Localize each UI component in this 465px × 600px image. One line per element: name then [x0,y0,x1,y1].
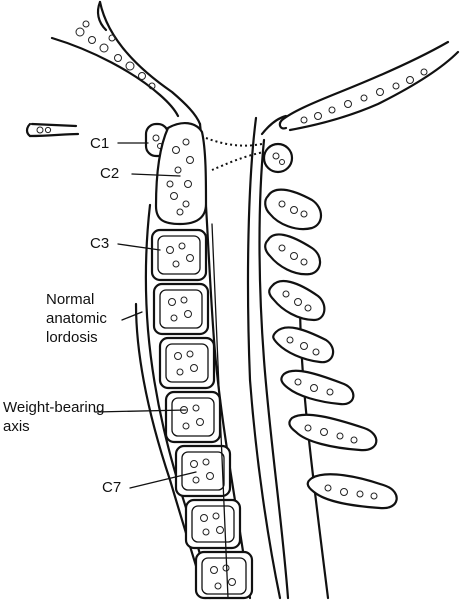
label-lordosis-line2: anatomic [46,310,107,327]
c5-vertebra [158,336,216,390]
vertebral-column [144,122,254,600]
spinous-c2 [264,188,323,231]
spinous-c7 [288,413,378,452]
occipital-bone [50,0,202,126]
label-axis-line2: axis [3,418,30,435]
label-axis-line1: Weight-bearing [3,399,105,416]
lordosis-leader [121,311,143,321]
c2-leader [131,173,181,177]
spinous-c3 [264,233,322,276]
t2-vertebra [194,550,254,600]
label-c2: C2 [100,165,120,182]
c7-leader [129,471,197,489]
label-c7: C7 [102,479,122,496]
c2-vertebra [154,122,208,226]
palate-bone [260,40,460,136]
c7-vertebra [174,444,232,498]
ligament-dotted [205,137,265,171]
bone-fragment-left [25,122,80,138]
spinous-c5 [272,326,335,364]
label-lordosis-line1: Normal [46,291,95,308]
c3-leader [117,243,161,251]
label-c3: C3 [90,235,110,252]
c3-vertebra [150,228,208,282]
t1-vertebra [184,498,242,550]
weight-bearing-axis-line [211,223,229,599]
axis-leader [94,409,187,413]
spinous-t1 [306,473,398,510]
spinous-processes [262,142,398,510]
label-c1: C1 [90,135,110,152]
spinous-c4 [268,279,326,322]
c4-vertebra [152,282,210,336]
label-lordosis-line3: lordosis [46,329,98,346]
leader-lines [94,142,197,489]
